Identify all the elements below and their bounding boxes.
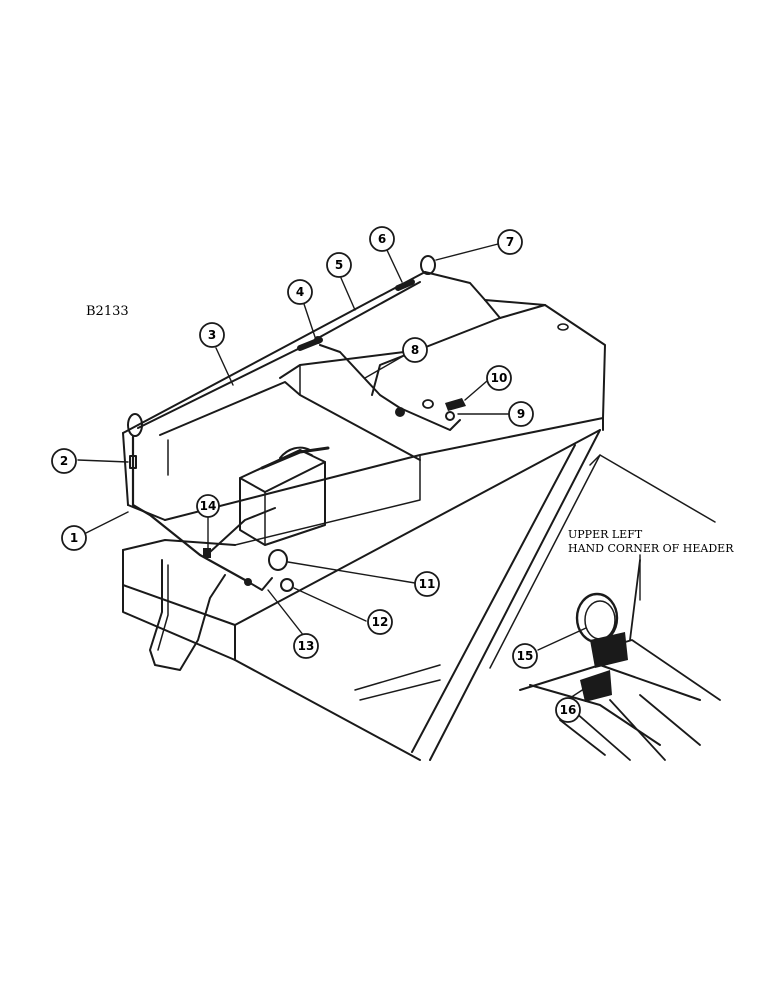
callout-11: 11 xyxy=(414,571,440,597)
svg-text:2: 2 xyxy=(60,454,68,468)
svg-text:9: 9 xyxy=(517,407,525,421)
callout-8: 8 xyxy=(402,337,428,363)
connector-2 xyxy=(129,455,137,469)
connector-9 xyxy=(395,407,455,421)
handrail xyxy=(149,559,226,671)
callout-10: 10 xyxy=(486,365,512,391)
callout-16: 16 xyxy=(555,697,581,723)
callout-13: 13 xyxy=(293,633,319,659)
svg-text:4: 4 xyxy=(296,285,304,299)
svg-text:10: 10 xyxy=(491,371,508,385)
svg-text:16: 16 xyxy=(560,703,577,717)
leader-lines xyxy=(77,243,641,699)
svg-text:14: 14 xyxy=(200,499,217,513)
connector-14 xyxy=(203,548,211,558)
lamp-front xyxy=(244,549,294,592)
svg-text:3: 3 xyxy=(208,328,216,342)
svg-text:6: 6 xyxy=(378,232,386,246)
callout-14: 14 xyxy=(196,494,220,518)
svg-text:13: 13 xyxy=(298,639,315,653)
lamp-left xyxy=(127,413,143,446)
figure-code: B2133 xyxy=(86,304,129,319)
callout-9: 9 xyxy=(508,401,534,427)
inset-caption-line2: HAND CORNER OF HEADER xyxy=(568,542,734,555)
inset-header-corner xyxy=(519,559,721,761)
svg-text:7: 7 xyxy=(506,235,514,249)
lamp-rear xyxy=(420,255,436,275)
svg-text:8: 8 xyxy=(411,343,419,357)
svg-text:15: 15 xyxy=(517,649,534,663)
connector-6 xyxy=(395,279,415,291)
callout-3: 3 xyxy=(199,322,225,348)
callout-7: 7 xyxy=(497,229,523,255)
svg-text:11: 11 xyxy=(419,577,436,591)
svg-text:5: 5 xyxy=(335,258,343,272)
callout-1: 1 xyxy=(61,525,87,551)
callout-15: 15 xyxy=(512,643,538,669)
inset-caption-line1: UPPER LEFT xyxy=(568,528,643,541)
callout-2: 2 xyxy=(51,448,77,474)
callout-5: 5 xyxy=(326,252,352,278)
svg-text:12: 12 xyxy=(372,615,389,629)
callout-4: 4 xyxy=(287,279,313,305)
svg-text:1: 1 xyxy=(70,531,78,545)
battery xyxy=(239,446,330,546)
platform-body xyxy=(122,271,716,761)
callout-6: 6 xyxy=(369,226,395,252)
switch-10 xyxy=(422,398,466,411)
callout-12: 12 xyxy=(367,609,393,635)
